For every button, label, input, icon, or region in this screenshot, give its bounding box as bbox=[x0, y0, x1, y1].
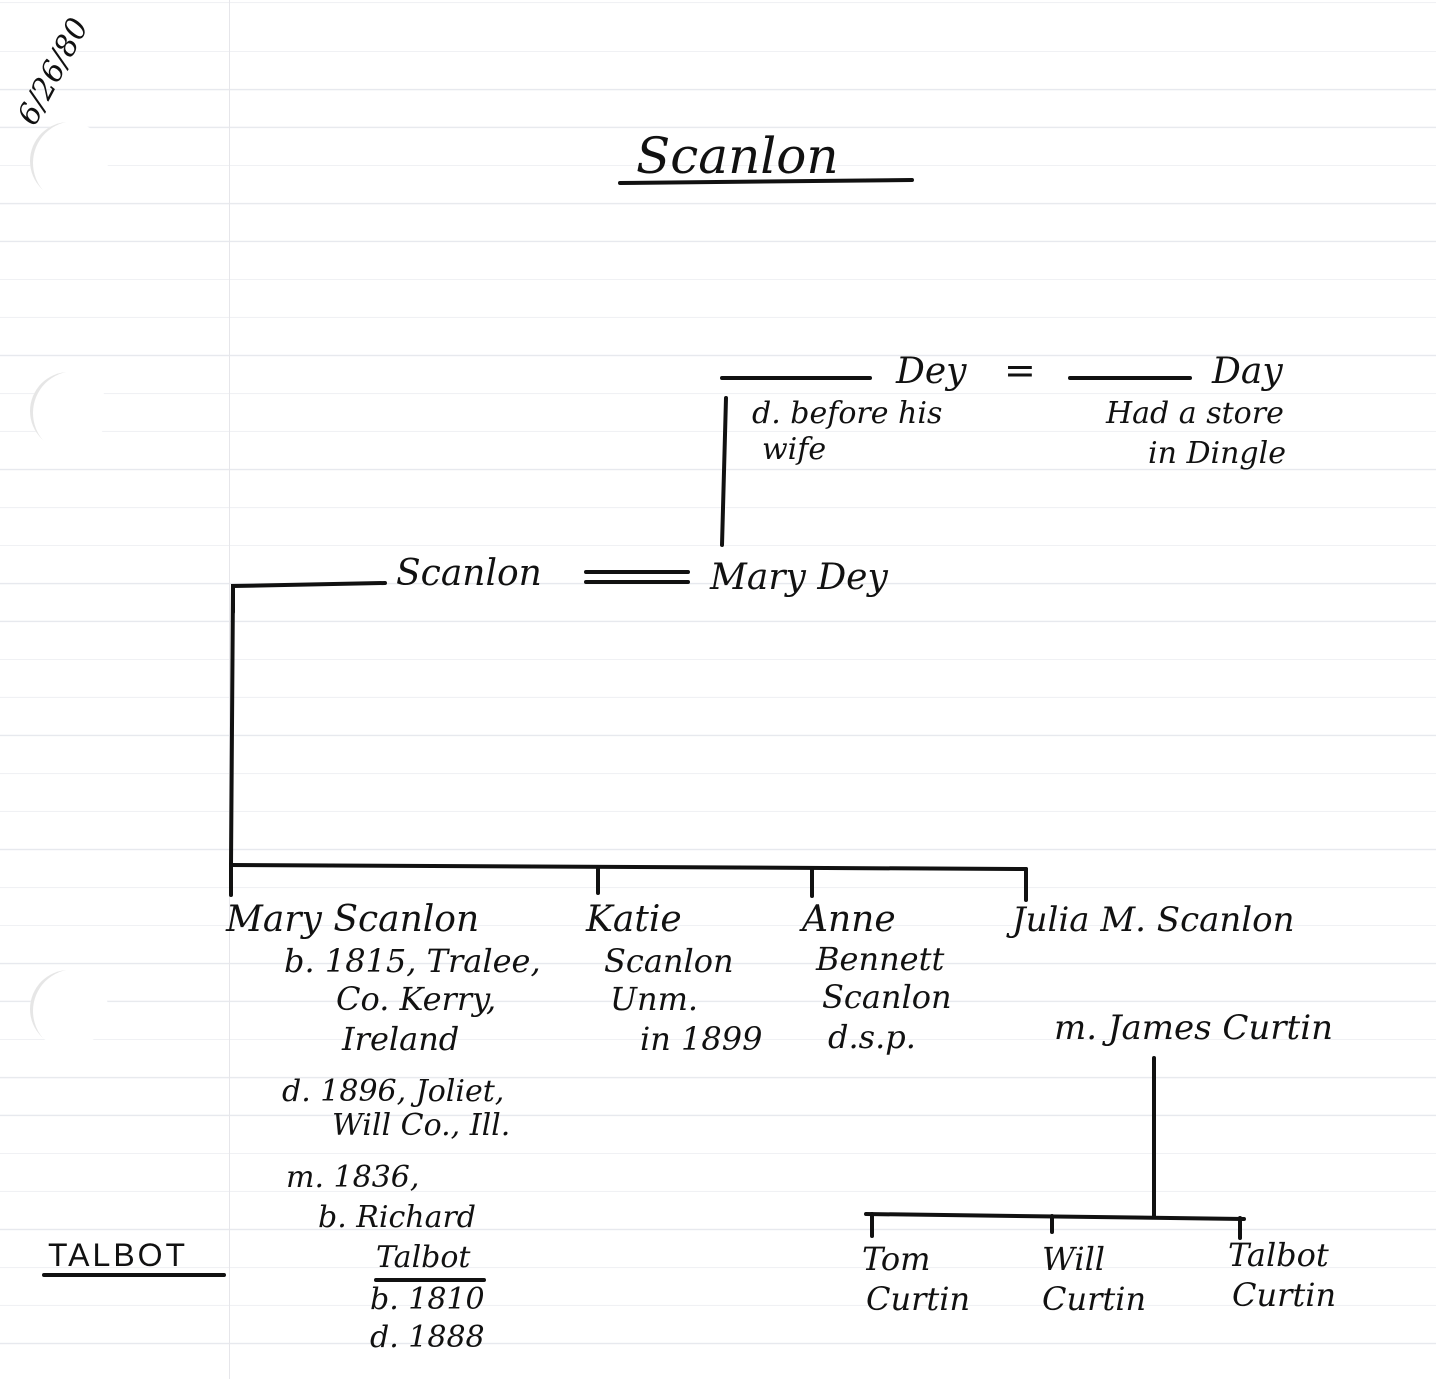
dey-note-line: d. before his bbox=[752, 396, 943, 431]
day-note-line: Had a store bbox=[1106, 396, 1284, 431]
grandchild-name: Curtin bbox=[866, 1280, 971, 1318]
child-detail: Will Co., Ill. bbox=[332, 1108, 511, 1143]
child-detail: Ireland bbox=[342, 1020, 460, 1058]
grandchild-name: Talbot bbox=[1228, 1236, 1329, 1274]
dey-name: Dey bbox=[896, 351, 967, 392]
child-detail: in 1899 bbox=[640, 1020, 763, 1058]
child-detail: b. 1815, Tralee, bbox=[284, 942, 541, 980]
child-detail-talbot: Talbot bbox=[376, 1240, 471, 1275]
scanlon-line bbox=[231, 581, 387, 614]
child-detail: b. 1810 bbox=[370, 1282, 485, 1317]
child-detail: d.s.p. bbox=[828, 1018, 916, 1056]
page-title: Scanlon bbox=[636, 127, 839, 185]
grandchild-name: Curtin bbox=[1232, 1276, 1337, 1314]
grandchild-name: Curtin bbox=[1042, 1280, 1147, 1318]
child-detail: d. 1888 bbox=[370, 1320, 485, 1355]
dey-descent-line bbox=[720, 396, 728, 547]
dey-note-line: wife bbox=[762, 432, 827, 467]
child-detail: Scanlon bbox=[822, 978, 952, 1016]
children-bar bbox=[229, 863, 1028, 871]
child-name-anne: Anne bbox=[802, 899, 896, 940]
margin-rule bbox=[229, 0, 230, 1379]
gen1-marriage-sign: = bbox=[1004, 348, 1036, 392]
grandchild-name: Will bbox=[1042, 1240, 1106, 1278]
mary-dey-name: Mary Dey bbox=[710, 557, 888, 598]
punch-hole bbox=[30, 372, 108, 450]
day-note-line: in Dingle bbox=[1148, 436, 1286, 471]
child-detail: Co. Kerry, bbox=[336, 980, 497, 1018]
scanlon-descent-line bbox=[229, 584, 235, 867]
child-name-julia: Julia M. Scanlon bbox=[1012, 900, 1295, 940]
scanlon-name: Scanlon bbox=[396, 553, 542, 594]
child-detail: m. 1836, bbox=[286, 1160, 420, 1195]
julia-spouse: m. James Curtin bbox=[1054, 1008, 1333, 1048]
punch-hole bbox=[30, 122, 108, 200]
child-detail: Bennett bbox=[816, 940, 945, 978]
grandchild-name: Tom bbox=[862, 1240, 931, 1278]
child-detail: b. Richard bbox=[318, 1200, 477, 1235]
title-underline bbox=[618, 178, 914, 185]
day-name: Day bbox=[1212, 351, 1283, 392]
punch-hole bbox=[30, 970, 108, 1048]
grandchildren-bar bbox=[864, 1212, 1246, 1221]
child-detail: Unm. bbox=[610, 980, 699, 1018]
child-detail: Scanlon bbox=[604, 942, 734, 980]
child-name-katie: Katie bbox=[586, 899, 682, 940]
child-detail: d. 1896, Joliet, bbox=[282, 1074, 505, 1109]
child-name-mary: Mary Scanlon bbox=[226, 899, 480, 940]
margin-label: TALBOT bbox=[48, 1237, 189, 1273]
